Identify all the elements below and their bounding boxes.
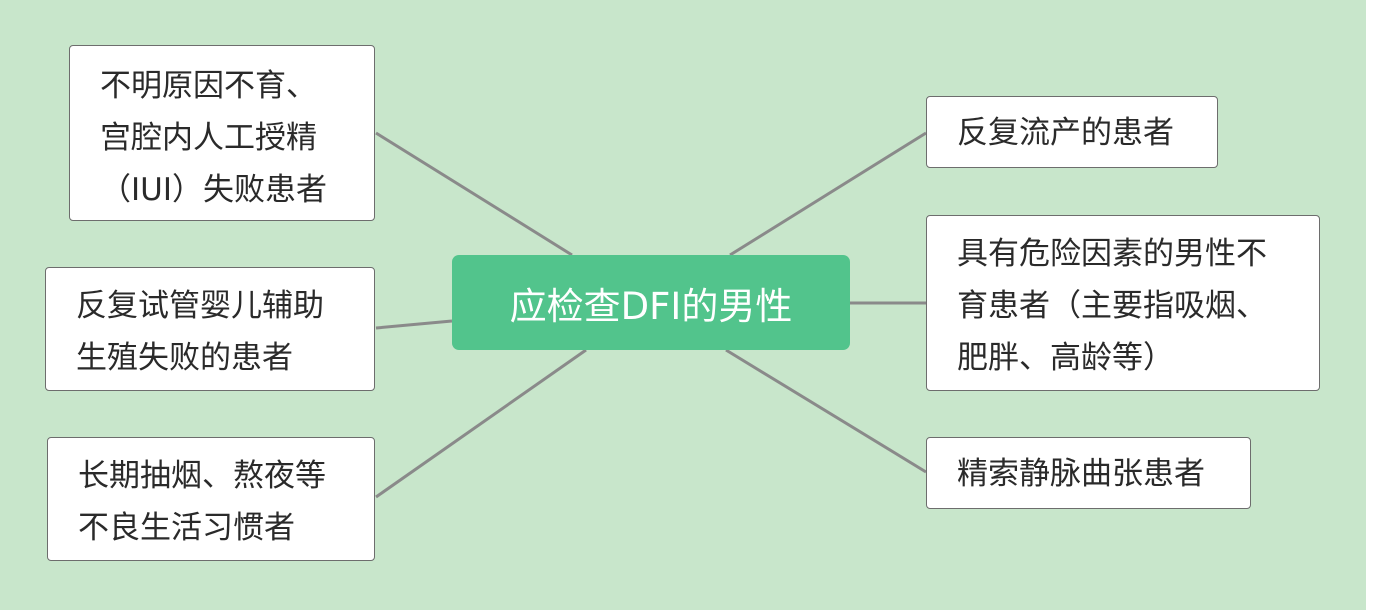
connector-right-3 xyxy=(725,348,927,474)
topic-node-right-2[interactable]: 具有危险因素的男性不 育患者（主要指吸烟、 肥胖、高龄等） xyxy=(926,215,1320,391)
node-text-line: 生殖失败的患者 xyxy=(76,340,293,376)
node-text-line: 宫腔内人工授精 xyxy=(100,120,317,156)
node-text-line: 精索静脉曲张患者 xyxy=(957,456,1205,492)
topic-node-left-2[interactable]: 反复试管婴儿辅助 生殖失败的患者 xyxy=(45,267,375,391)
node-text-line: 肥胖、高龄等） xyxy=(957,340,1174,376)
connector-right-1 xyxy=(729,131,927,257)
node-text-line: 育患者（主要指吸烟、 xyxy=(957,288,1267,324)
topic-node-left-3[interactable]: 长期抽烟、熬夜等 不良生活习惯者 xyxy=(47,437,375,561)
central-topic[interactable]: 应检查DFI的男性 xyxy=(452,255,850,350)
node-text-line: （IUI）失败患者 xyxy=(100,172,327,208)
node-text-line: 长期抽烟、熬夜等 xyxy=(78,458,326,494)
topic-node-left-1[interactable]: 不明原因不育、 宫腔内人工授精 （IUI）失败患者 xyxy=(69,45,375,221)
connector-left-2 xyxy=(375,319,453,330)
topic-node-right-3[interactable]: 精索静脉曲张患者 xyxy=(926,437,1251,509)
node-text-line: 反复试管婴儿辅助 xyxy=(76,288,324,324)
connector-left-3 xyxy=(375,348,587,499)
connector-left-1 xyxy=(375,131,573,257)
node-text-line: 不良生活习惯者 xyxy=(78,510,295,546)
topic-node-right-1[interactable]: 反复流产的患者 xyxy=(926,96,1218,168)
central-topic-label: 应检查DFI的男性 xyxy=(509,284,793,328)
node-text-line: 具有危险因素的男性不 xyxy=(957,236,1267,272)
node-text-line: 反复流产的患者 xyxy=(957,115,1174,151)
node-text-line: 不明原因不育、 xyxy=(100,68,317,104)
